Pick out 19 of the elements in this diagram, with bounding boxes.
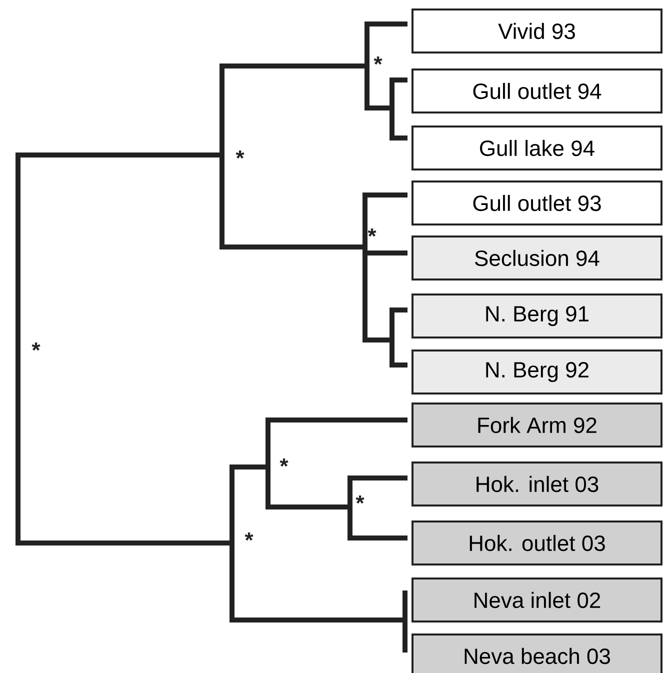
label-box: Seclusion 94 — [412, 236, 662, 280]
label-box: Neva beach 03 — [412, 634, 662, 673]
label-box: Gull outlet 94 — [412, 68, 662, 114]
label-box: Gull outlet 93 — [412, 180, 662, 226]
label-box: Neva inlet 02 — [412, 578, 662, 622]
label-box: Vivid 93 — [412, 8, 662, 54]
label-box: N. Berg 92 — [412, 350, 662, 394]
label-box: Gull lake 94 — [412, 126, 662, 170]
asterisk: * — [368, 228, 376, 237]
asterisk: * — [236, 150, 244, 159]
asterisk: * — [244, 532, 254, 541]
asterisk: * — [356, 495, 364, 504]
label-box: Fork Arm 92 — [412, 402, 662, 448]
asterisk: * — [374, 56, 382, 65]
asterisk: * — [280, 458, 288, 467]
label-box: Hok. inlet 03 — [412, 462, 662, 506]
label-box: Hok. outlet 03 — [412, 520, 662, 566]
asterisk: * — [32, 342, 40, 351]
label-box: N. Berg 91 — [412, 294, 662, 338]
